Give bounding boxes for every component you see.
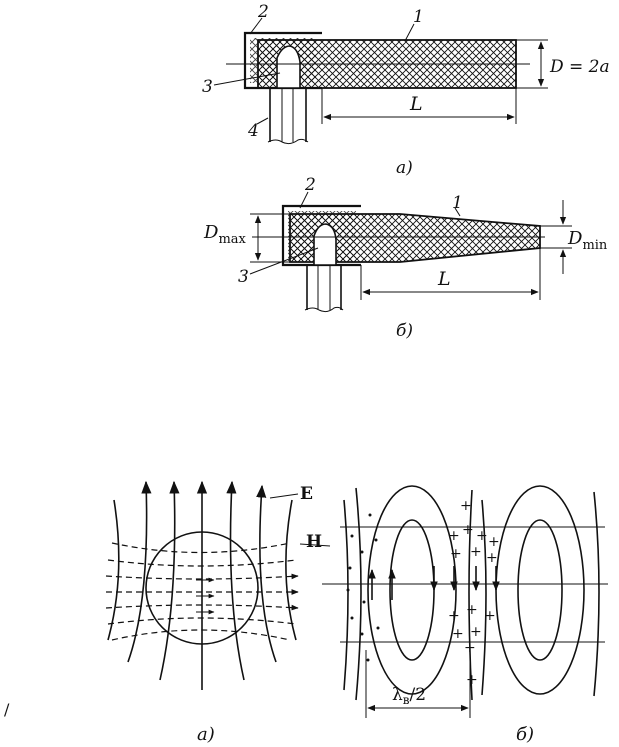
svg-text:+: + — [452, 626, 464, 642]
coax-break — [267, 138, 309, 145]
e-loop-1-inner — [389, 519, 435, 661]
h-dots — [346, 513, 380, 662]
e-loop-1-outer — [367, 485, 457, 695]
h-line-2 — [107, 559, 297, 567]
h-line-1 — [111, 542, 291, 554]
svg-text:+: + — [488, 534, 500, 550]
svg-text:+: + — [484, 608, 496, 624]
svg-text:+: + — [462, 522, 474, 538]
svg-text:+: + — [460, 498, 472, 514]
antenna-tapered-b: 1 2 3 L Dmax Dmin б) — [203, 175, 608, 341]
label-b-part-2: 2 — [304, 175, 316, 195]
leader-1 — [404, 23, 415, 42]
e-open-4 — [481, 499, 487, 696]
label-length: L — [409, 93, 423, 115]
label-dmax: Dmax — [203, 222, 247, 247]
e-line-5 — [256, 484, 277, 663]
svg-text:+: + — [470, 624, 482, 640]
label-b-part-1: 1 — [452, 193, 463, 213]
probe-b — [313, 223, 337, 266]
leader-4 — [256, 117, 269, 125]
svg-text:+: + — [486, 550, 498, 566]
svg-text:+: + — [448, 528, 460, 544]
leader-b-1 — [454, 207, 461, 217]
leader-2 — [249, 17, 263, 35]
e-open-1 — [355, 487, 362, 701]
field-cross-section: а) / — [4, 480, 299, 745]
probe — [276, 45, 301, 89]
leader-b-3 — [249, 247, 319, 275]
label-diameter: D = 2a — [549, 57, 610, 77]
svg-text:+: + — [448, 608, 460, 624]
svg-text:+: + — [476, 528, 488, 544]
leader-3 — [213, 72, 281, 86]
e-line-6 — [285, 499, 297, 641]
e-line-7 — [107, 499, 120, 641]
caption-top-b: б) — [396, 321, 413, 341]
h-line-5 — [105, 604, 299, 611]
caption-top-a: а) — [396, 158, 413, 178]
caption-bottom-a: а) — [197, 724, 215, 745]
svg-text:+: + — [450, 546, 462, 562]
margin-mark: / — [4, 700, 10, 719]
e-open-5 — [593, 491, 600, 697]
label-part-2: 2 — [257, 2, 269, 22]
label-E: E — [300, 484, 313, 504]
antenna-cylindrical-a: 1 2 3 4 L D = 2a а) — [202, 2, 610, 178]
e-loop-2-outer — [495, 485, 585, 695]
e-open-3 — [468, 489, 473, 701]
label-dmin: Dmin — [567, 228, 608, 253]
svg-text:+: + — [466, 672, 478, 688]
label-part-4: 4 — [247, 121, 259, 141]
coax-break-b — [304, 306, 344, 313]
h-line-7 — [111, 629, 291, 641]
leader-h — [299, 543, 331, 547]
h-line-6 — [107, 617, 297, 625]
e-line-2 — [159, 480, 180, 681]
h-line-3 — [105, 573, 299, 580]
leader-e — [269, 493, 299, 499]
label-H: H — [306, 532, 322, 552]
caption-bottom-b: б) — [516, 724, 534, 745]
e-open-2 — [343, 499, 349, 691]
leader-b-2 — [299, 191, 309, 209]
label-part-1: 1 — [413, 7, 424, 27]
h-crosses: ++++ +++ +++ +++ ++ — [448, 498, 500, 688]
label-part-3: 3 — [202, 77, 213, 97]
e-line-4 — [226, 480, 245, 681]
e-line-1 — [127, 480, 152, 663]
label-b-length: L — [437, 268, 451, 290]
e-loop-2-inner — [517, 519, 563, 661]
field-longitudinal: ++++ +++ +++ +++ ++ E H λв/2 б) — [269, 484, 608, 745]
svg-text:+: + — [470, 544, 482, 560]
svg-text:+: + — [464, 640, 476, 656]
label-b-part-3: 3 — [238, 267, 249, 287]
svg-text:+: + — [466, 602, 478, 618]
label-wavelength: λв/2 — [392, 685, 426, 707]
